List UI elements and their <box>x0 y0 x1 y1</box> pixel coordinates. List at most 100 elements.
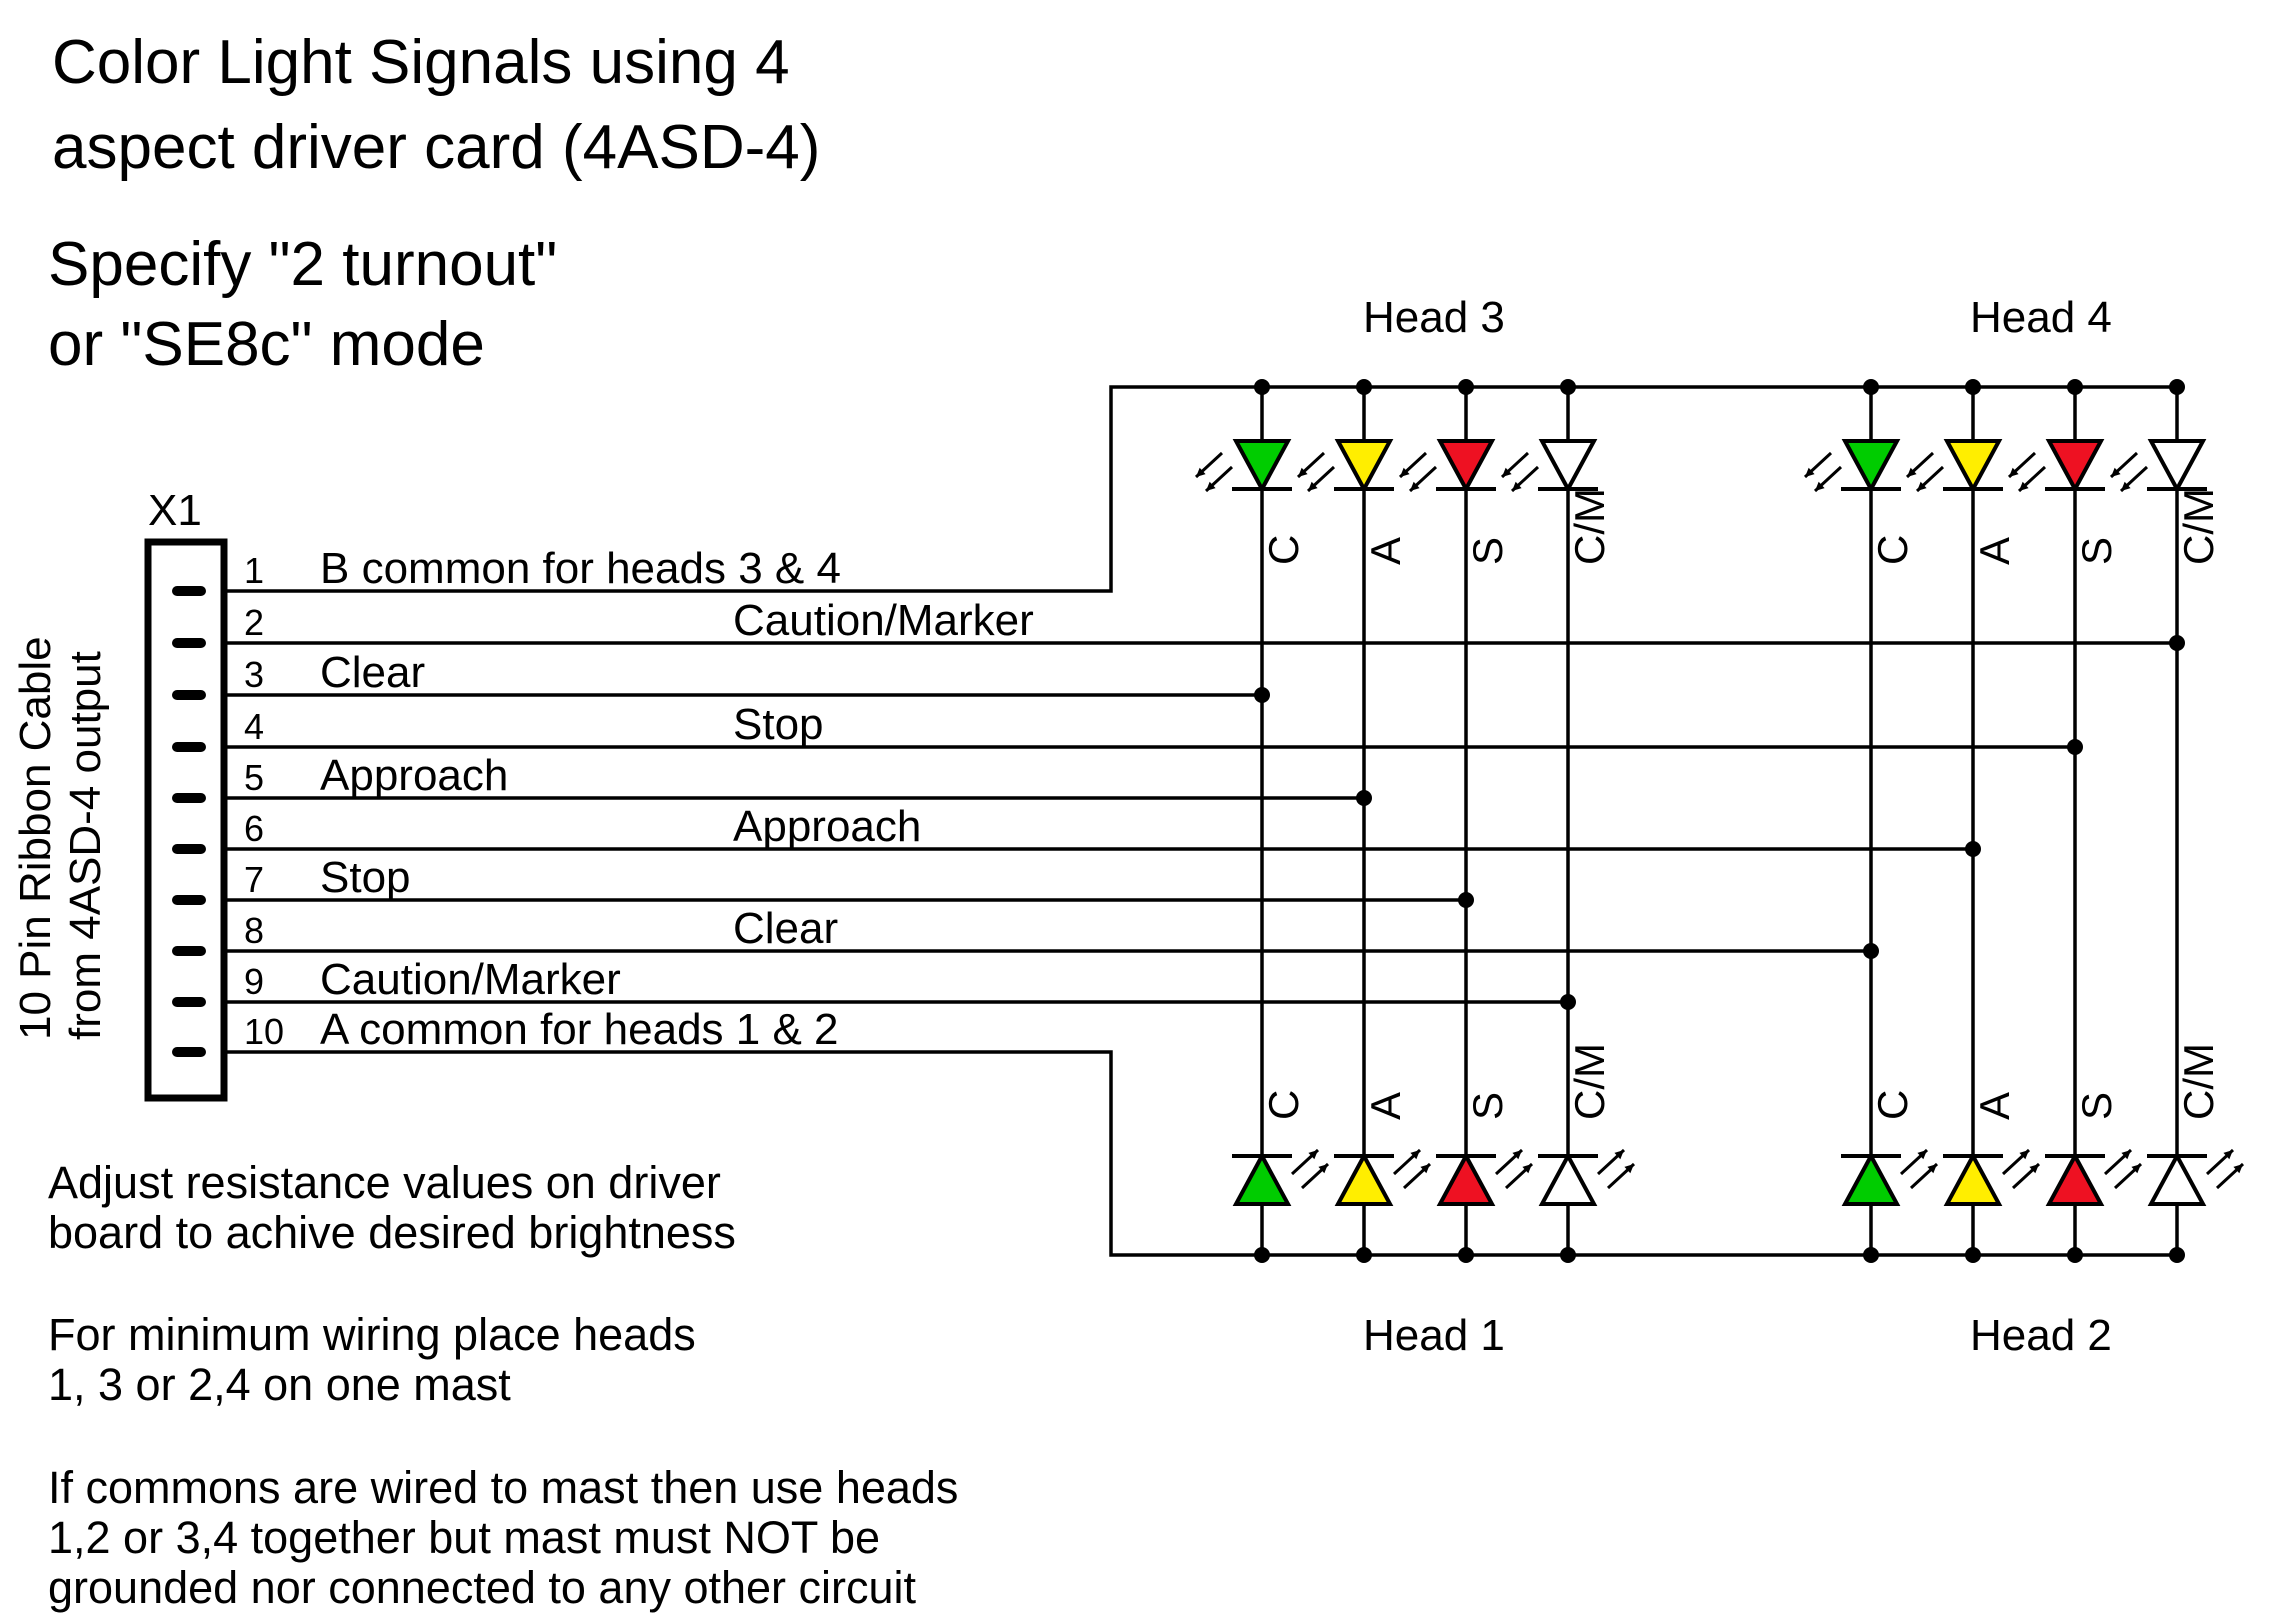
commons-note-line-3: grounded nor connected to any other circ… <box>48 1562 917 1613</box>
junction-dot <box>2169 1247 2185 1263</box>
wire-label-8: Clear <box>733 904 838 953</box>
connector-pin-9 <box>172 997 206 1007</box>
light-arrowhead <box>2233 1164 2243 1174</box>
connector-body <box>144 538 228 1102</box>
junction-dot <box>1356 379 1372 395</box>
light-arrowhead <box>1917 1150 1927 1160</box>
light-arrowhead <box>2121 1150 2131 1160</box>
led-s: S <box>1436 1092 1534 1206</box>
pin-number-3: 3 <box>244 654 264 695</box>
commons-note-line-2: 1,2 or 3,4 together but mast must NOT be <box>48 1512 880 1563</box>
light-arrows <box>2001 1148 2041 1190</box>
light-arrowhead <box>1512 1150 1522 1160</box>
aspect-label: C <box>1260 535 1307 565</box>
led-triangle <box>1538 439 1598 494</box>
light-arrows <box>1803 451 1843 493</box>
light-arrowhead <box>2121 481 2131 491</box>
aspect-label: S <box>2073 537 2120 565</box>
led-c-m: C/M <box>1538 1043 1636 1206</box>
light-arrows <box>1500 451 1540 493</box>
light-arrowhead <box>2029 1164 2039 1174</box>
light-arrows <box>2103 1148 2143 1190</box>
cable-label-line-1: 10 Pin Ribbon Cable <box>11 636 60 1040</box>
led-a: A <box>1296 439 1409 565</box>
junction-dot <box>2067 1247 2083 1263</box>
light-arrowhead <box>1400 467 1410 477</box>
junction-dot <box>1863 379 1879 395</box>
light-arrowhead <box>2131 1164 2141 1174</box>
light-arrowhead <box>1298 467 1308 477</box>
light-arrows <box>2007 451 2047 493</box>
title-line-2: aspect driver card (4ASD-4) <box>52 113 820 182</box>
led-c: C <box>1194 439 1307 565</box>
junction-dot <box>1254 379 1270 395</box>
light-arrows <box>1905 451 1945 493</box>
wire-label-6: Approach <box>733 802 921 851</box>
light-arrows <box>1398 451 1438 493</box>
light-arrows <box>2109 451 2149 493</box>
aspect-label: A <box>1971 1092 2018 1120</box>
aspect-label: C/M <box>1566 488 1613 565</box>
light-arrowhead <box>2111 467 2121 477</box>
aspect-label: C/M <box>1566 1043 1613 1120</box>
led-triangle <box>1436 439 1496 494</box>
light-arrowhead <box>2223 1150 2233 1160</box>
led-c: C <box>1803 439 1916 565</box>
aspect-label: A <box>1362 1092 1409 1120</box>
light-arrowhead <box>1502 467 1512 477</box>
light-arrowhead <box>1410 1150 1420 1160</box>
pin-number-1: 1 <box>244 550 264 591</box>
aspect-label: S <box>1464 1092 1511 1120</box>
junction-dot <box>1560 994 1576 1010</box>
aspect-label: C/M <box>2175 488 2222 565</box>
led-s: S <box>1398 439 1511 565</box>
aspect-label: S <box>1464 537 1511 565</box>
title-block: Color Light Signals using 4 aspect drive… <box>48 28 820 379</box>
light-arrowhead <box>1318 1164 1328 1174</box>
junction-dot <box>1863 943 1879 959</box>
wire-label-9: Caution/Marker <box>320 955 621 1004</box>
junction-dot <box>1458 379 1474 395</box>
notes-block: Adjust resistance values on driver board… <box>48 1157 958 1613</box>
junction-dot <box>1254 1247 1270 1263</box>
wire-label-1: B common for heads 3 & 4 <box>320 544 841 593</box>
light-arrowhead <box>1410 481 1420 491</box>
led-c: C <box>1232 1090 1330 1206</box>
led-c-m: C/M <box>1500 439 1613 565</box>
led-triangle <box>1943 1151 2003 1206</box>
head-2-label: Head 2 <box>1970 1311 2112 1360</box>
junction-dot <box>1965 1247 1981 1263</box>
brightness-note-line-1: Adjust resistance values on driver <box>48 1157 721 1208</box>
led-s: S <box>2007 439 2120 565</box>
light-arrows <box>1392 1148 1432 1190</box>
junction-dot <box>1965 379 1981 395</box>
aspect-label: C <box>1869 535 1916 565</box>
connector-x1: X1 10 Pin Ribbon Cable from 4ASD-4 outpu… <box>11 486 228 1102</box>
junction-dot <box>1254 687 1270 703</box>
aspect-label: A <box>1971 537 2018 565</box>
pin-number-5: 5 <box>244 757 264 798</box>
junction-dot <box>1356 790 1372 806</box>
wiring-note-line-2: 1, 3 or 2,4 on one mast <box>48 1359 511 1410</box>
led-c: C <box>1841 1090 1939 1206</box>
light-arrowhead <box>2019 481 2029 491</box>
junction-dot <box>1458 1247 1474 1263</box>
led-c-m: C/M <box>2147 1043 2245 1206</box>
light-arrowhead <box>2019 1150 2029 1160</box>
wire-label-7: Stop <box>320 853 411 902</box>
led-triangle <box>2045 439 2105 494</box>
light-arrowhead <box>1907 467 1917 477</box>
led-triangle <box>2045 1151 2105 1206</box>
cable-label-line-2: from 4ASD-4 output <box>61 651 110 1040</box>
common-a-rail <box>224 1050 2177 1257</box>
junction-dot <box>2169 635 2185 651</box>
led-triangle <box>1232 1151 1292 1206</box>
light-arrowhead <box>1420 1164 1430 1174</box>
connector-pin-7 <box>172 895 206 905</box>
mode-note-line-1: Specify "2 turnout" <box>48 230 557 299</box>
wire-label-2: Caution/Marker <box>733 596 1034 645</box>
connector-pin-2 <box>172 638 206 648</box>
connector-pin-8 <box>172 946 206 956</box>
light-arrowhead <box>1614 1150 1624 1160</box>
